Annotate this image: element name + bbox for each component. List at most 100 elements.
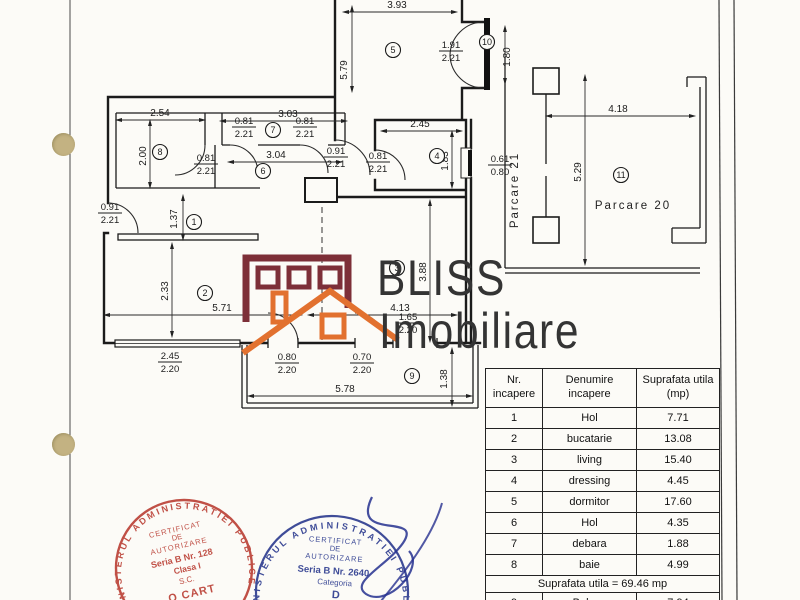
logo-text-bliss: BLISS xyxy=(377,250,506,306)
parking-wall xyxy=(671,76,707,244)
balcony-railing xyxy=(241,345,479,409)
signature-stroke-1 xyxy=(360,496,414,598)
table-cell: Hol xyxy=(542,407,637,429)
table-row: 9Balcon7.94 xyxy=(485,592,720,600)
red-stamp-line: O CART xyxy=(167,583,217,600)
dimension-fraction-top: 1.65 xyxy=(399,312,418,323)
table-cell: 1 xyxy=(485,407,543,429)
room-number-circle xyxy=(388,259,406,277)
interior-walls xyxy=(115,112,346,189)
table-cell: 6 xyxy=(485,512,543,534)
wall-pier xyxy=(304,177,338,203)
signature xyxy=(360,496,443,600)
table-cell: 8 xyxy=(485,554,543,576)
room-number: 6 xyxy=(260,166,265,176)
dimension-fraction-bottom: 2.21 xyxy=(235,129,254,140)
table-cell: 5 xyxy=(485,491,543,513)
room-number: 10 xyxy=(482,37,492,47)
header-suprafata: Suprafata utila (mp) xyxy=(636,368,720,408)
total-area-cell: Suprafata utila = 69.46 mp xyxy=(485,575,720,593)
dimension-label: 5.79 xyxy=(339,60,350,80)
room-number: 4 xyxy=(434,151,439,161)
dimension-fraction-top: 0.81 xyxy=(235,116,254,127)
room-number: 5 xyxy=(390,45,395,55)
table-header-row: Nr. incapere Denumire incapere Suprafata… xyxy=(485,368,720,408)
dimension-fraction-top: 0.81 xyxy=(369,151,388,162)
header-suprafata-line2: (mp) xyxy=(666,388,690,400)
dimension-fraction-top: 0.70 xyxy=(353,352,372,363)
dimension-fraction-bottom: 2.21 xyxy=(197,166,216,177)
dimension-fraction-top: 0.91 xyxy=(327,146,346,157)
room-number-circle xyxy=(478,33,496,51)
red-stamp: MINISTERUL ADMINISTRATIEI PUBLICE CERTIF… xyxy=(99,486,262,600)
room-number-circle xyxy=(196,284,214,302)
dimension-label: 1.80 xyxy=(502,47,513,67)
table-cell: 3 xyxy=(485,449,543,471)
dimension-fraction-bottom: 2.21 xyxy=(101,215,120,226)
room-number-circle xyxy=(612,166,630,184)
header-denumire: Denumire incapere xyxy=(542,368,637,408)
half-wall-counter xyxy=(117,233,259,241)
dimension-label: 3.03 xyxy=(278,109,298,120)
dimension-label: 4.18 xyxy=(608,104,628,115)
room-number-circle xyxy=(264,121,282,139)
table-cell: dressing xyxy=(542,470,637,492)
dimension-label: 3.04 xyxy=(266,150,286,161)
dimension-fraction-bottom: 2.20 xyxy=(399,325,418,336)
red-stamp-ring xyxy=(114,498,254,600)
room-number: 8 xyxy=(157,147,162,157)
table-cell: debara xyxy=(542,533,637,555)
walls xyxy=(102,0,486,345)
table-cell: dormitor xyxy=(542,491,637,513)
logo-text-imobiliare: Imobiliare xyxy=(379,303,581,359)
parking-post-bottom xyxy=(532,216,560,244)
blue-stamp-line: D xyxy=(331,589,340,600)
dimension-fraction-top: 0.81 xyxy=(197,153,216,164)
dimension-fraction-bottom: 2.21 xyxy=(369,164,388,175)
parking-label: Parcare 20 xyxy=(595,200,671,212)
table-cell: 13.08 xyxy=(636,428,720,450)
house-small-window xyxy=(319,312,347,340)
french-door-frame xyxy=(484,18,490,90)
table-cell: living xyxy=(542,449,637,471)
window-right-bar xyxy=(468,150,472,176)
house-window-3 xyxy=(317,265,343,290)
door-gap-1 xyxy=(268,338,298,348)
dimension-label: 5.78 xyxy=(335,384,355,395)
dimension-label: 1.37 xyxy=(169,209,180,229)
openings xyxy=(107,18,490,348)
dimension-fraction-bottom: 2.20 xyxy=(278,365,297,376)
house-window-1 xyxy=(255,265,281,290)
house-window-2 xyxy=(286,265,312,290)
table-cell: Balcon xyxy=(542,592,637,600)
balcony xyxy=(241,345,479,409)
dimension-lines xyxy=(102,4,697,408)
room-number: 3 xyxy=(394,263,399,273)
room-number-circle xyxy=(254,162,272,180)
room-number-circle xyxy=(384,41,402,59)
table-cell: 7 xyxy=(485,533,543,555)
dimension-label: 5.71 xyxy=(212,303,232,314)
table-cell: 9 xyxy=(485,592,543,600)
table-cell: 4.35 xyxy=(636,512,720,534)
parking-post-top xyxy=(532,67,560,95)
dimension-label: 1.83 xyxy=(440,151,451,171)
dimension-label: 2.45 xyxy=(410,119,430,130)
dimension-fraction-top: 0.91 xyxy=(101,202,120,213)
right-line-1 xyxy=(718,0,723,600)
blue-stamp-line: Categoria xyxy=(317,577,353,588)
parking-area xyxy=(504,58,707,274)
logo-house-icon xyxy=(241,254,400,356)
right-line-2 xyxy=(733,0,738,600)
door-gap-2 xyxy=(355,338,385,348)
table-cell: 15.40 xyxy=(636,449,720,471)
table-cell: 2 xyxy=(485,428,543,450)
room-number-circle xyxy=(151,143,169,161)
